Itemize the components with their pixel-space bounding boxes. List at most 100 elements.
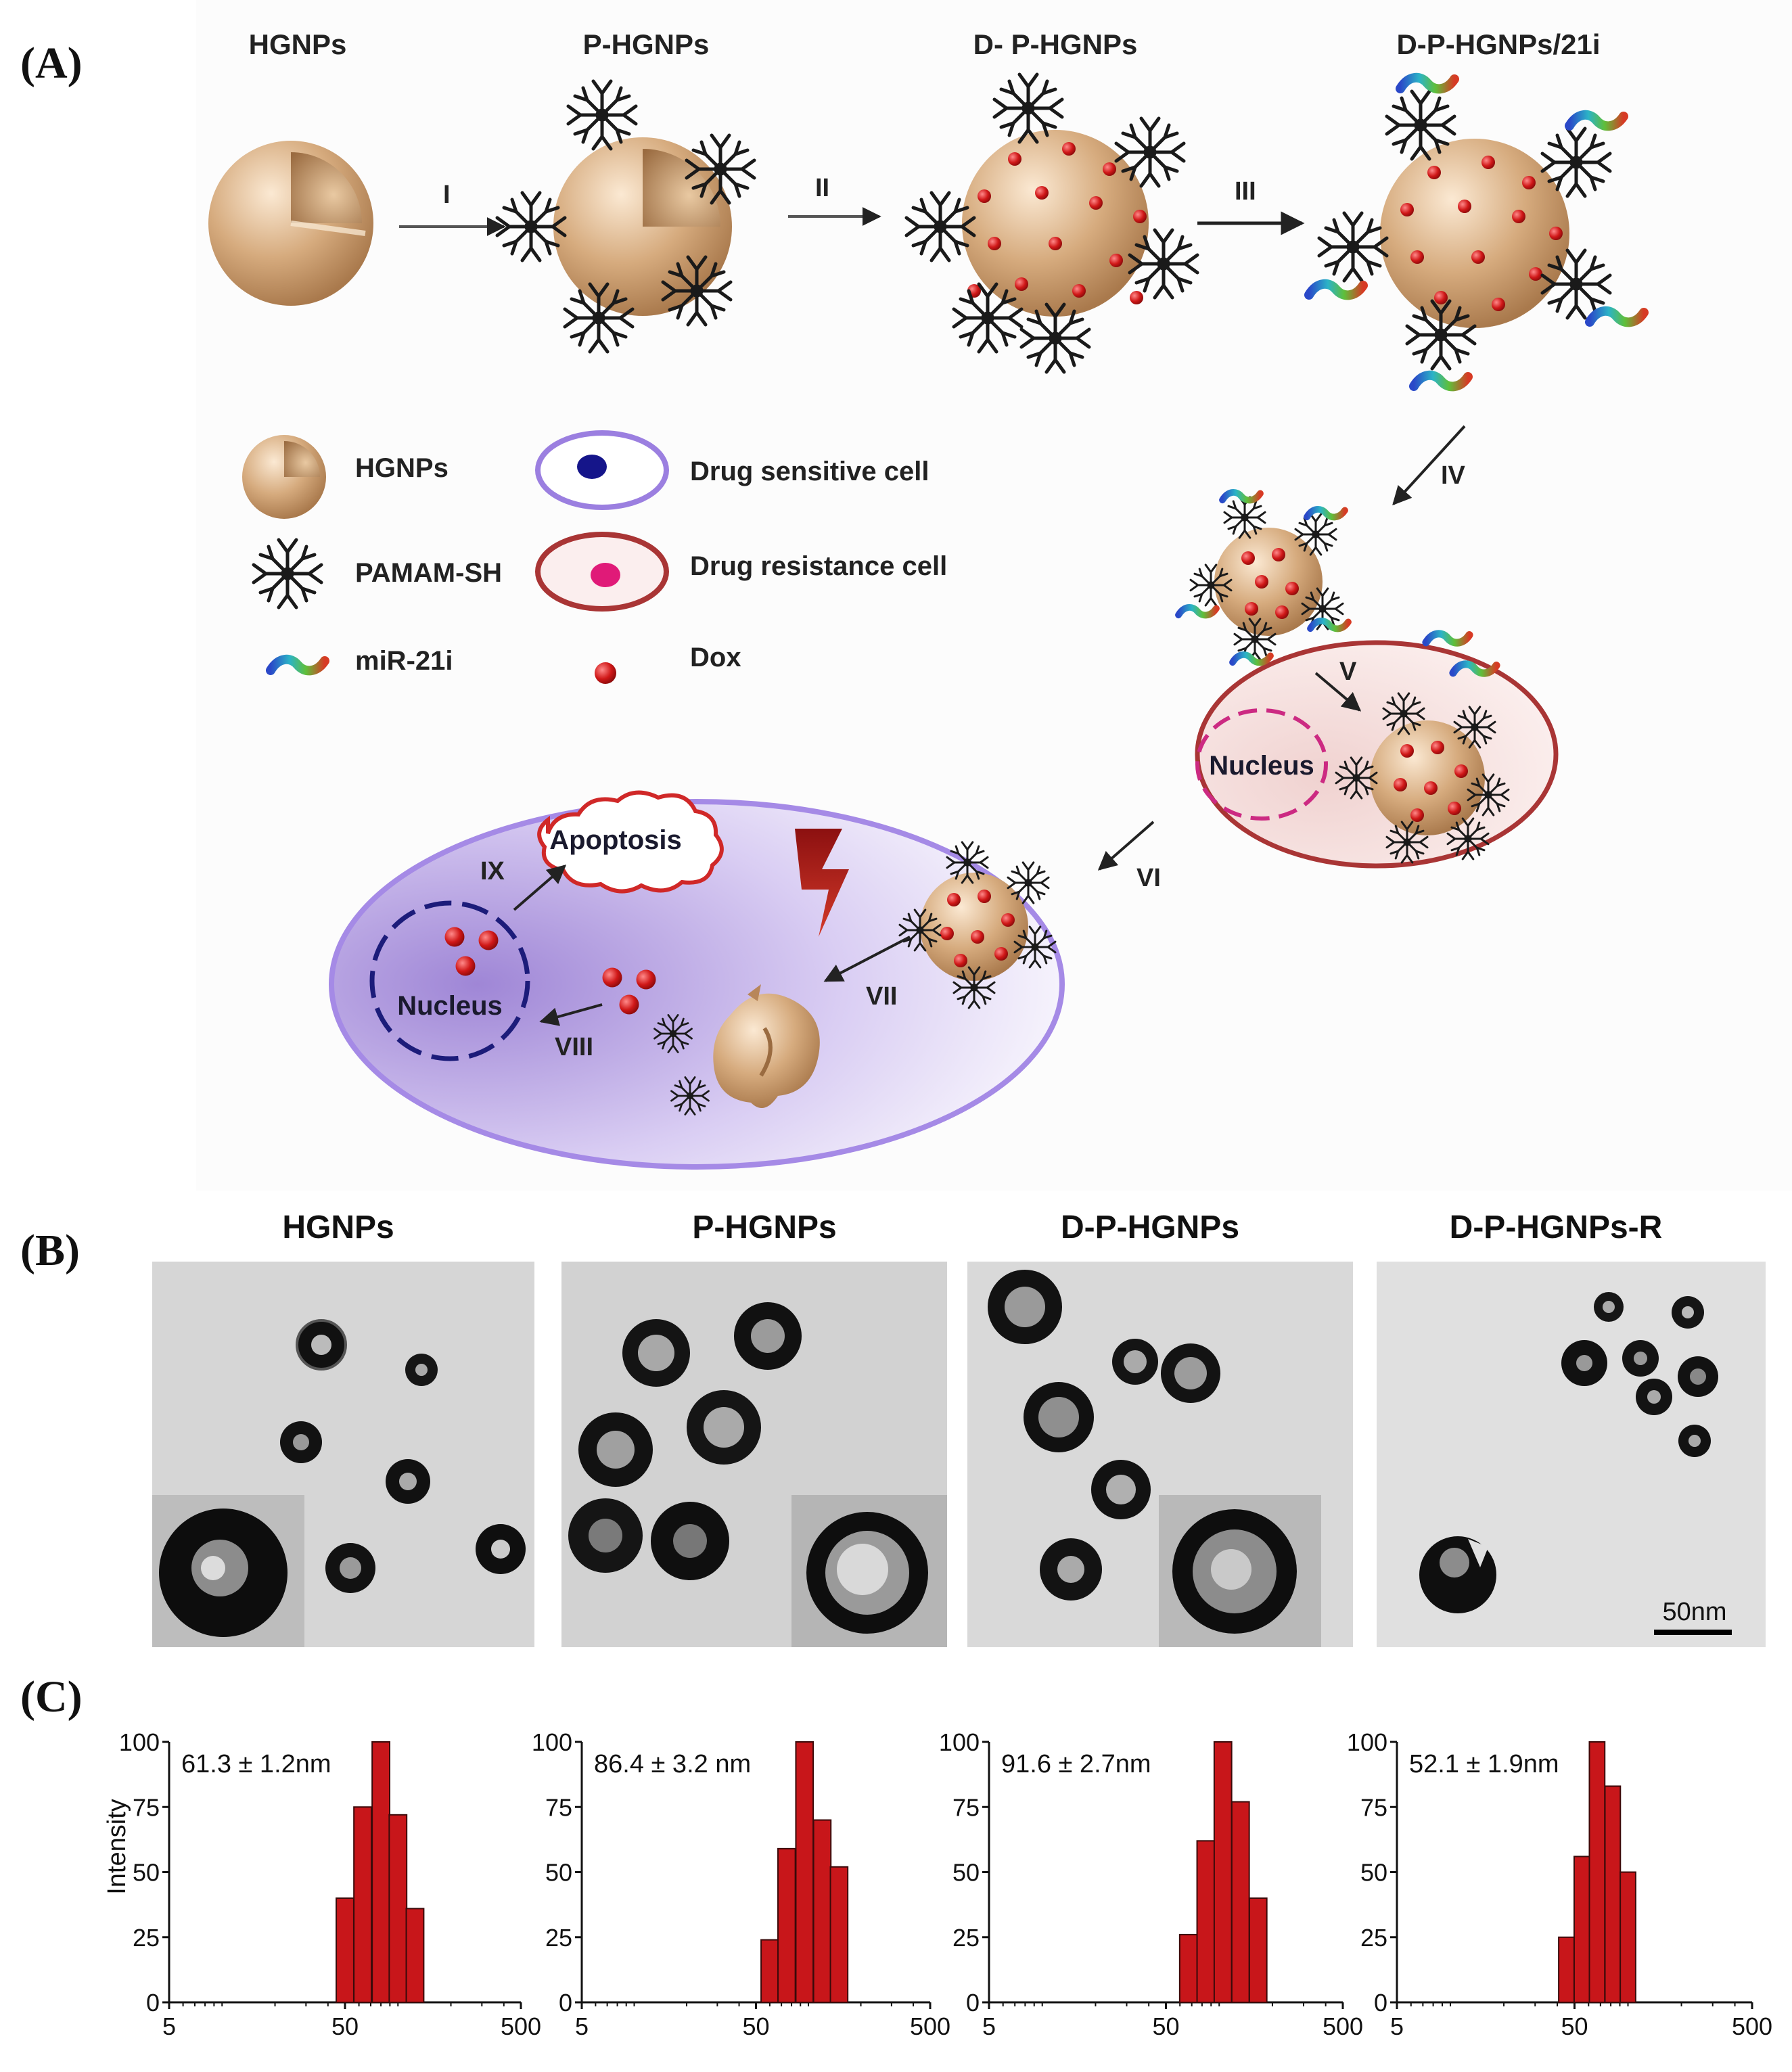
- histogram-bar: [405, 1908, 425, 2003]
- step-label-1: I: [443, 181, 451, 209]
- step-label-5: V: [1339, 658, 1357, 686]
- y-tick-label: 50: [952, 1859, 980, 1887]
- size-annotation: 86.4 ± 3.2 nm: [594, 1750, 751, 1778]
- y-tick-label: 100: [1347, 1728, 1387, 1756]
- size-annotation: 61.3 ± 1.2nm: [181, 1750, 331, 1778]
- legend-dox-label: Dox: [690, 643, 741, 672]
- hgnp-particle: [208, 141, 373, 306]
- histogram-bar: [1558, 1936, 1575, 2003]
- histogram-bar: [1588, 1741, 1606, 2003]
- step-label-9: IX: [480, 857, 505, 885]
- y-tick-label: 100: [532, 1728, 572, 1756]
- y-tick-label: 0: [146, 1989, 160, 2017]
- entering-particle: [898, 841, 1057, 1009]
- degraded-shell: [713, 984, 820, 1108]
- tem-image-4: 50nm: [1377, 1262, 1766, 1647]
- histogram-bar: [1573, 1856, 1590, 2003]
- tem-image-1: [152, 1262, 534, 1647]
- internalized-particle: [1335, 692, 1510, 864]
- x-tick-label: 50: [1152, 2012, 1179, 2040]
- tem-title-1: HGNPs: [282, 1210, 394, 1245]
- x-tick-label: 5: [982, 2012, 996, 2040]
- x-tick-label: 500: [1732, 2012, 1772, 2040]
- step-label-8: VIII: [555, 1033, 593, 1061]
- size-annotation: 91.6 ± 2.7nm: [1001, 1750, 1151, 1778]
- scale-bar-label: 50nm: [1662, 1598, 1726, 1626]
- y-tick-label: 25: [1360, 1924, 1387, 1952]
- legend-sensitive-cell-icon: [535, 430, 669, 510]
- dls-y-axis-label: Intensity: [103, 1799, 131, 1895]
- stage-label-hgnps: HGNPs: [249, 28, 347, 60]
- histogram-bar: [812, 1819, 832, 2003]
- legend-dox-icon: [595, 662, 616, 684]
- y-tick-label: 75: [952, 1793, 980, 1821]
- panel-label-a: (A): [20, 39, 83, 88]
- legend-hgnp-icon: [242, 435, 326, 519]
- legend-resistance-label: Drug resistance cell: [690, 551, 947, 581]
- legend-pamam-label: PAMAM-SH: [355, 558, 502, 588]
- resistance-cell-nucleus: [1195, 708, 1328, 821]
- legend-resistance-cell-icon: [535, 532, 669, 612]
- stage-label-p-hgnps: P-HGNPs: [583, 28, 710, 60]
- x-tick-label: 5: [162, 2012, 176, 2040]
- arrow-step-9: [513, 865, 567, 911]
- histogram-bar: [1213, 1741, 1233, 2003]
- x-tick-label: 5: [575, 2012, 589, 2040]
- tem-image-2: [561, 1262, 947, 1647]
- histogram-bar: [388, 1814, 408, 2004]
- histogram-bar: [829, 1866, 849, 2004]
- y-tick-label: 0: [1374, 1989, 1387, 2017]
- x-tick-label: 500: [1323, 2012, 1363, 2040]
- y-tick-label: 25: [133, 1924, 160, 1952]
- histogram-bar: [1178, 1933, 1198, 2003]
- docking-particle: [1178, 492, 1348, 663]
- histogram-bar: [760, 1939, 779, 2004]
- apoptosis-label: Apoptosis: [549, 825, 682, 855]
- y-tick-label: 100: [119, 1728, 160, 1756]
- legend-hgnps-label: HGNPs: [355, 453, 449, 483]
- drug-resistance-cell: Nucleus V: [1178, 492, 1559, 869]
- x-tick-label: 500: [910, 2012, 950, 2040]
- y-tick-label: 25: [952, 1924, 980, 1952]
- arrow-step-8: [539, 1003, 603, 1026]
- legend-mir-label: miR-21i: [355, 646, 453, 676]
- d-p-hgnp-21i-particle: [1309, 78, 1644, 387]
- drug-sensitive-cell: Nucleus Apoptosis IX VII: [329, 790, 1065, 1170]
- x-tick-label: 50: [1561, 2012, 1588, 2040]
- sensitive-cell-nucleus: [369, 900, 530, 1061]
- tem-image-3: [967, 1262, 1353, 1647]
- y-tick-label: 50: [133, 1859, 160, 1887]
- y-tick-label: 25: [545, 1924, 572, 1952]
- apoptosis-cloud: Apoptosis: [537, 790, 724, 894]
- step-label-2: II: [815, 174, 829, 202]
- histogram-bar: [795, 1741, 814, 2003]
- tem-title-3: D-P-HGNPs: [1061, 1210, 1239, 1245]
- y-tick-label: 75: [545, 1793, 572, 1821]
- x-tick-label: 500: [501, 2012, 541, 2040]
- panel-label-c: (C): [20, 1672, 83, 1722]
- step-label-7: VII: [866, 982, 897, 1011]
- histogram-bar: [1619, 1871, 1636, 2003]
- histogram-bar: [353, 1806, 373, 2003]
- stage-label-d-p-hgnps: D- P-HGNPs: [973, 28, 1138, 60]
- histogram-bar: [371, 1741, 391, 2003]
- y-tick-label: 75: [1360, 1793, 1387, 1821]
- x-tick-label: 5: [1390, 2012, 1404, 2040]
- stage-label-d-p-hgnps-21i: D-P-HGNPs/21i: [1396, 28, 1600, 60]
- arrow-step-6: [1097, 821, 1155, 871]
- step-label-3: III: [1235, 177, 1256, 206]
- histogram-bar: [1196, 1840, 1216, 2004]
- histogram-bar: [1248, 1897, 1268, 2003]
- lightning-bolt-icon: [795, 829, 849, 937]
- y-tick-label: 50: [545, 1859, 572, 1887]
- d-p-hgnp-particle: [906, 74, 1197, 372]
- p-hgnp-particle: [497, 81, 754, 352]
- histogram-bar: [1231, 1801, 1250, 2004]
- tem-title-4: D-P-HGNPs-R: [1450, 1210, 1663, 1245]
- histogram-bar: [336, 1897, 354, 2003]
